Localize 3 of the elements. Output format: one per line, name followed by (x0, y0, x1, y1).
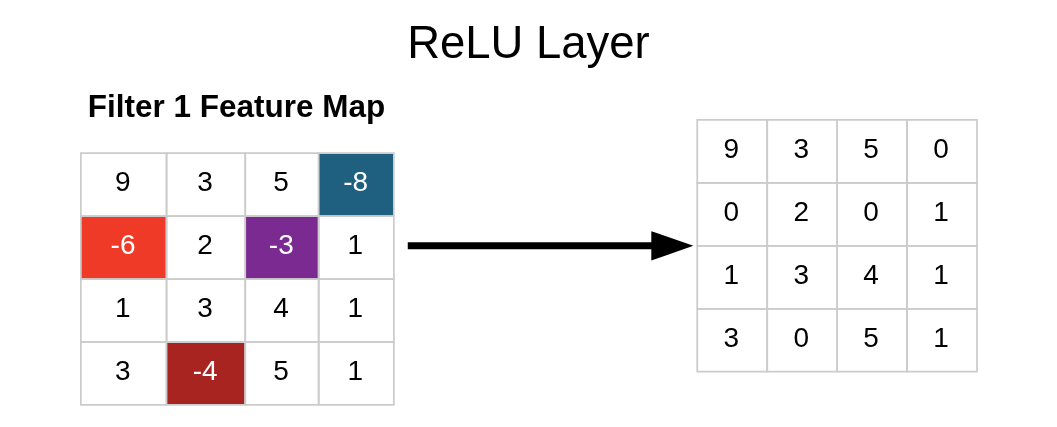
node-label: Filter 1 Feature Map (87, 89, 386, 125)
arrow (407, 231, 694, 261)
diagram-title: ReLU Layer (407, 17, 650, 69)
